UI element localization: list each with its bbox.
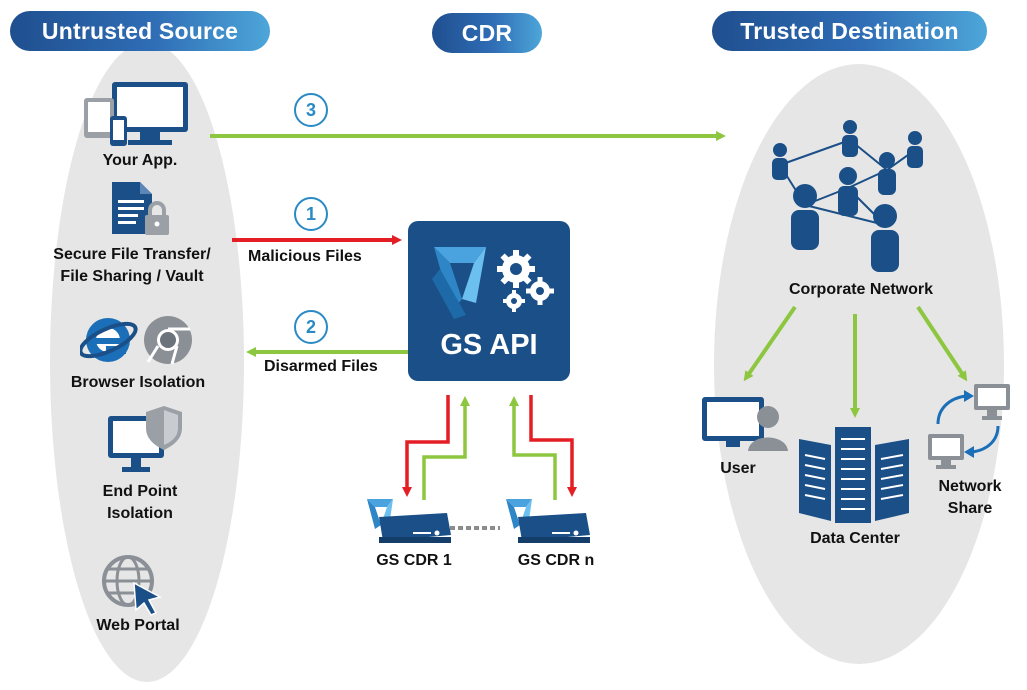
devices-icon — [84, 82, 188, 146]
arrow-cdr1-to-api — [422, 396, 470, 500]
header-trusted-destination: Trusted Destination — [712, 11, 987, 51]
arrow-to-user — [743, 305, 797, 382]
corporate-network-label: Corporate Network — [788, 281, 934, 298]
step-2-badge: 2 — [294, 310, 328, 344]
source-file-transfer: Secure File Transfer/ File Sharing / Vau… — [30, 244, 234, 288]
network-share-icon — [928, 384, 1010, 469]
ie-browser-icon — [80, 318, 138, 362]
trusted-ellipse — [714, 64, 1004, 664]
corporate-network-people-icon — [772, 120, 923, 272]
arrow-cdrn-to-api — [509, 396, 557, 500]
data-center-servers-icon — [799, 427, 909, 523]
chrome-browser-icon — [144, 316, 192, 365]
untrusted-ellipse — [50, 42, 244, 682]
source-web-portal: Web Portal — [96, 617, 180, 634]
endpoint-monitor-shield-icon — [108, 406, 182, 472]
globe-cursor-icon — [102, 555, 163, 616]
network-share-label: Network Share — [920, 476, 1020, 520]
gs-api-box: GS API — [408, 221, 570, 381]
arrow-api-to-cdr1 — [402, 395, 450, 497]
gs-logo-icon — [432, 247, 486, 319]
browser-icons — [80, 316, 192, 365]
malicious-files-label: Malicious Files — [248, 248, 362, 265]
gears-icon — [497, 250, 554, 312]
gs-api-label: GS API — [440, 329, 538, 361]
gs-cdr-n-device-icon — [506, 499, 590, 543]
gs-cdr-1-label: GS CDR 1 — [376, 552, 452, 569]
source-endpoint-isolation: End Point Isolation — [80, 481, 200, 525]
arrow-to-share — [916, 305, 968, 382]
network-share-line2: Share — [947, 500, 993, 517]
source-browser-isolation: Browser Isolation — [70, 374, 206, 391]
file-transfer-line2: File Sharing / Vault — [60, 268, 204, 285]
file-transfer-line1: Secure File Transfer/ — [53, 246, 211, 263]
gs-cdr-1-device-icon — [367, 499, 451, 543]
user-workstation-icon — [702, 397, 788, 451]
arrow-api-to-cdrn — [529, 395, 577, 497]
secure-document-icon — [112, 182, 169, 235]
data-center-label: Data Center — [810, 530, 900, 547]
step-1-badge: 1 — [294, 197, 328, 231]
source-your-app: Your App. — [102, 152, 178, 169]
endpoint-line1: End Point — [102, 483, 178, 500]
gs-logo-gears-icon — [432, 247, 554, 319]
disarmed-files-label: Disarmed Files — [264, 358, 378, 375]
step-3-badge: 3 — [294, 93, 328, 127]
gs-cdr-n-label: GS CDR n — [517, 552, 595, 569]
network-share-line1: Network — [938, 478, 1002, 495]
user-label: User — [720, 460, 756, 477]
header-untrusted-source: Untrusted Source — [10, 11, 270, 51]
header-cdr: CDR — [432, 13, 542, 53]
endpoint-line2: Isolation — [107, 505, 173, 522]
